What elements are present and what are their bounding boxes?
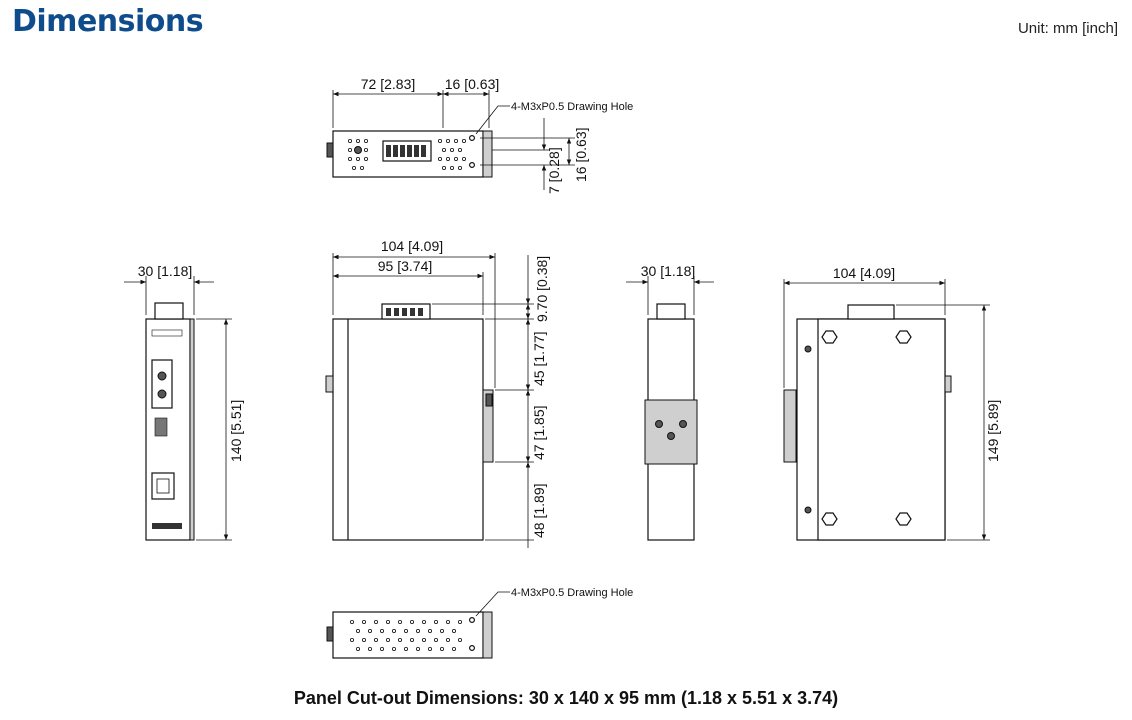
top-view-clip — [326, 142, 334, 158]
top-view-terminal-pins — [386, 145, 426, 157]
side-view-segment-3-label: 48 [1.89] — [531, 484, 547, 539]
back-view: 30 [1.18] — [626, 263, 714, 541]
bottom-view: 4-M3xP0.5 Drawing Hole — [326, 587, 633, 659]
unit-label: Unit: mm [inch] — [1017, 20, 1118, 37]
side-view-2: 104 [4.09] 149 [5.89] — [783, 265, 1001, 541]
front-view-body — [145, 318, 191, 541]
bottom-view-vents — [349, 620, 462, 652]
side-view-width-body-label: 95 [3.74] — [378, 258, 433, 274]
side-view-2-height-label: 149 [5.89] — [985, 400, 1001, 462]
front-view-width-label: 30 [1.18] — [138, 263, 193, 279]
top-view-height-large-label: 16 [0.63] — [573, 128, 589, 183]
front-view-fiber-port — [151, 359, 173, 409]
front-view-model-plate — [152, 523, 182, 529]
side-view-2-width-label: 104 [4.09] — [833, 265, 895, 281]
front-view: 30 [1.18] 140 [5.51] — [124, 263, 244, 541]
dimension-drawing: 72 [2.83] 16 [0.63] 4-M3xP0.5 Drawing Ho… — [124, 76, 1001, 659]
side-view-top-offset-label: 9.70 [0.38] — [534, 256, 550, 322]
top-view-vents — [347, 138, 466, 170]
bottom-view-body — [332, 611, 484, 659]
top-view-height-small-label: 7 [0.28] — [546, 147, 562, 194]
panel-cutout-caption: Panel Cut-out Dimensions: 30 x 140 x 95 … — [293, 688, 839, 708]
front-view-height-label: 140 [5.51] — [228, 400, 244, 462]
side-view-din-rail — [482, 389, 494, 463]
top-view-hole-note: 4-M3xP0.5 Drawing Hole — [511, 101, 633, 113]
top-view-width-side-label: 16 [0.63] — [445, 76, 500, 92]
bottom-view-hole-note: 4-M3xP0.5 Drawing Hole — [511, 587, 633, 599]
side-view-2-din-rail — [783, 389, 797, 463]
front-view-led-row — [151, 329, 183, 337]
front-view-fiber-rx — [157, 389, 167, 399]
front-view-rj45-port — [151, 472, 175, 500]
front-view-dip-switch — [154, 417, 168, 437]
front-view-edge — [189, 318, 195, 541]
top-view-side-flange — [482, 130, 493, 178]
side-view-width-total-label: 104 [4.09] — [381, 238, 443, 254]
side-view: 104 [4.09] 95 [3.74] 9.70 [0.38] 45 [1.7… — [325, 238, 550, 548]
side-view-segment-2-label: 47 [1.85] — [531, 406, 547, 461]
top-view-mount-hole — [469, 135, 476, 142]
side-view-body — [332, 318, 484, 541]
side-view-segment-1-label: 45 [1.77] — [531, 332, 547, 387]
page-title: Dimensions — [12, 4, 204, 39]
front-view-fiber-tx — [157, 371, 167, 381]
top-view-mount-hole — [469, 162, 476, 169]
top-view-width-main-label: 72 [2.83] — [361, 76, 416, 92]
side-view-clip — [325, 375, 334, 393]
top-view-ground-screw — [354, 146, 362, 154]
top-view: 72 [2.83] 16 [0.63] 4-M3xP0.5 Drawing Ho… — [326, 76, 633, 194]
back-view-width-label: 30 [1.18] — [641, 263, 696, 279]
front-view-terminal — [154, 302, 184, 320]
